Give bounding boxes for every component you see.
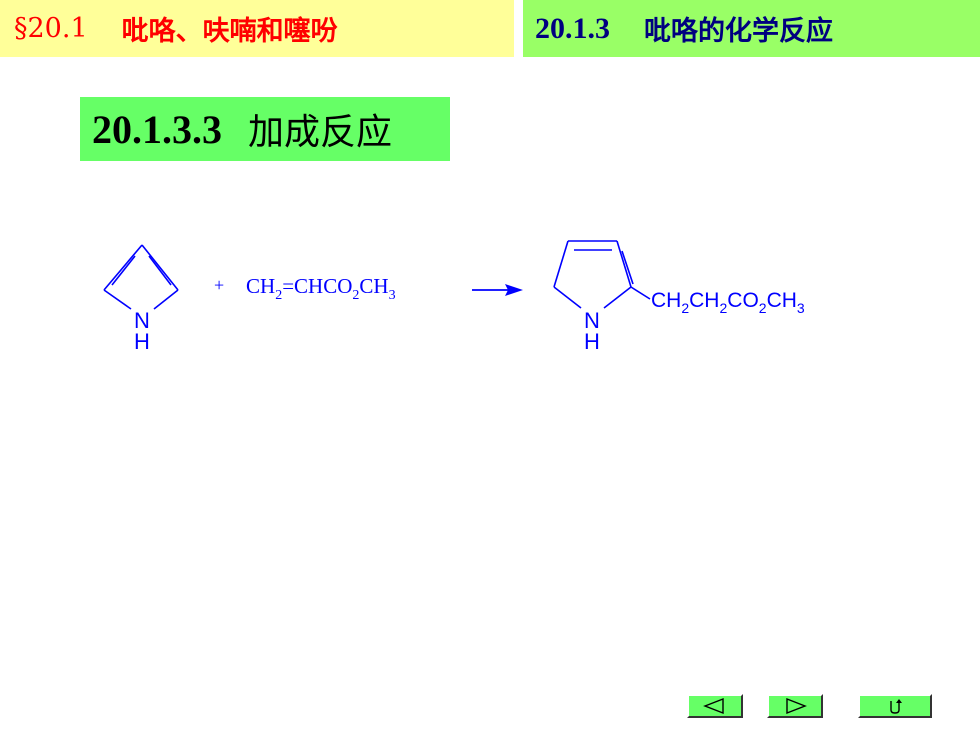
prev-slide-button[interactable] (687, 694, 743, 718)
return-arrow-icon (890, 699, 902, 714)
ring-double-bond (148, 255, 172, 286)
ring-double-bond (621, 250, 634, 285)
subsection-number: 20.1.3 (535, 11, 610, 45)
ring-bond (103, 244, 143, 291)
reagent-formula: CH2=CHCO2CH3 (246, 274, 396, 303)
reactant-hydrogen-label: H (134, 329, 150, 354)
next-slide-button[interactable] (767, 694, 823, 718)
subtitle-text: 加成反应 (248, 112, 393, 153)
substituent-bond (630, 286, 651, 300)
subsection-title: 吡咯的化学反应 (644, 16, 833, 47)
triangle-right-icon (786, 697, 807, 715)
page-subtitle: 20.1.3.3 加成反应 (80, 97, 450, 161)
triangle-left-icon (703, 697, 724, 715)
reactant-nitrogen-label: N (134, 308, 150, 333)
ring-bond (603, 286, 632, 309)
header-section: §20.1 吡咯、呋喃和噻吩 (0, 0, 514, 57)
section-number: §20.1 (14, 13, 88, 44)
ring-bond (103, 289, 132, 310)
return-button[interactable] (858, 694, 932, 718)
reaction-arrow (472, 284, 523, 296)
header-subsection: 20.1.3 吡咯的化学反应 (523, 0, 980, 57)
pyrrole-reactant (103, 244, 179, 310)
product-side-chain: CH2CH2CO2CH3 (651, 289, 805, 316)
ring-bond (553, 286, 582, 309)
plus-sign: + (214, 275, 224, 295)
product-hydrogen-label: H (584, 329, 600, 354)
subtitle-number: 20.1.3.3 (92, 106, 222, 152)
ring-bond (141, 244, 179, 291)
ring-double-bond (111, 255, 136, 286)
pyrrole-product (553, 240, 651, 309)
product-nitrogen-label: N (584, 308, 600, 333)
section-title: 吡咯、呋喃和噻吩 (121, 16, 338, 47)
ring-bond (616, 240, 632, 288)
ring-bond (153, 289, 179, 310)
ring-bond (553, 240, 569, 288)
